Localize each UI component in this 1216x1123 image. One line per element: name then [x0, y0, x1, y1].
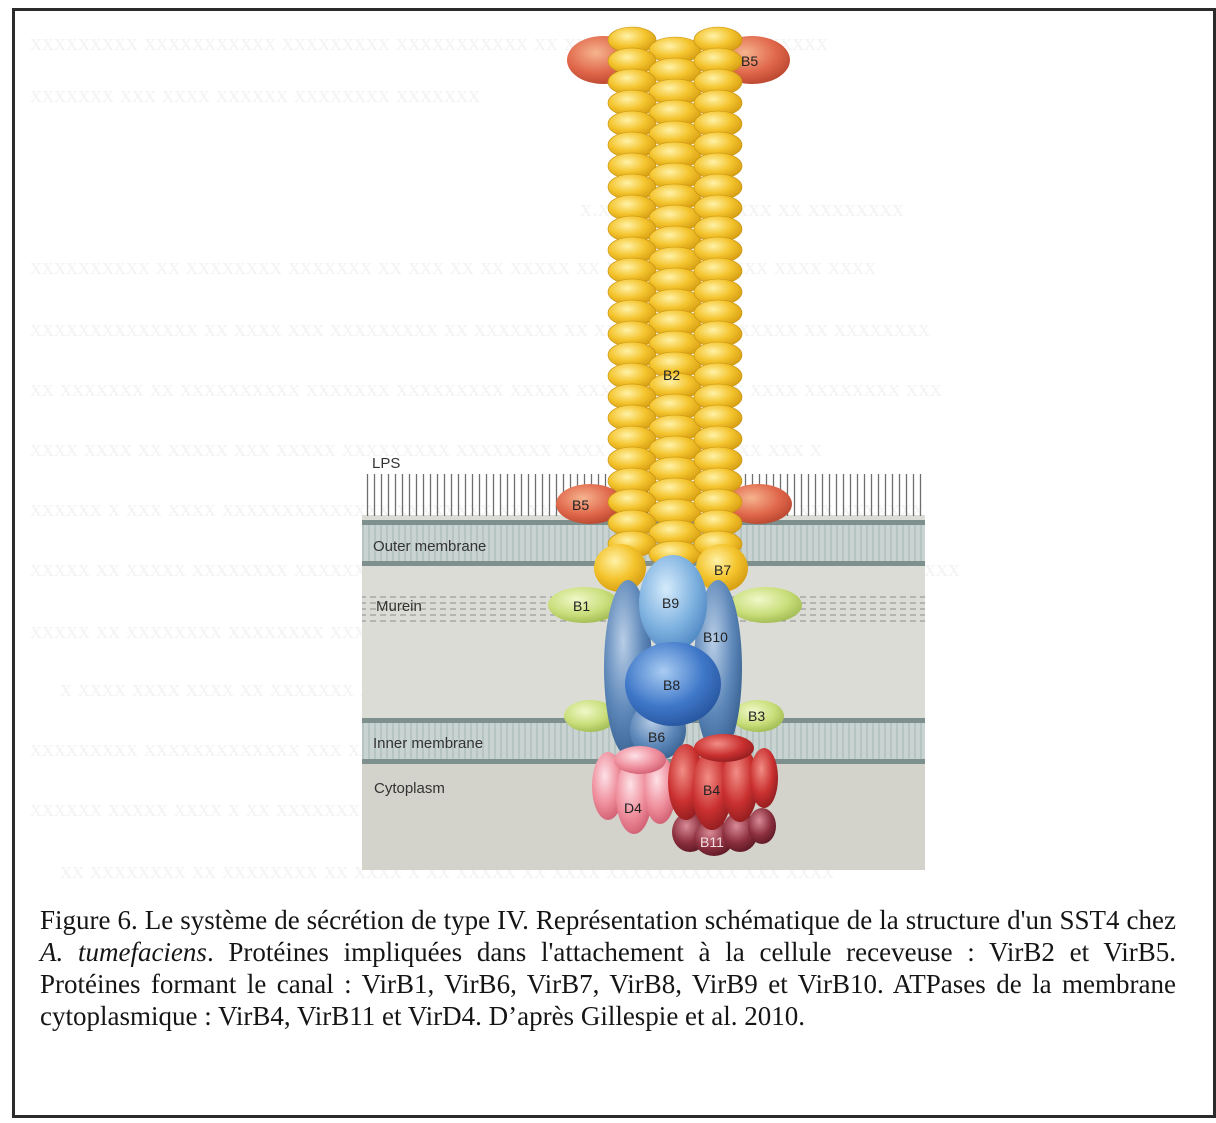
protein-b2-pilus	[608, 27, 742, 567]
label-inner-membrane: Inner membrane	[373, 735, 483, 752]
protein-b7-left	[594, 544, 646, 592]
caption-text-1: Figure 6. Le système de sécrétion de typ…	[40, 905, 1176, 935]
figure-caption: Figure 6. Le système de sécrétion de typ…	[40, 904, 1176, 1032]
label-b8: B8	[663, 677, 680, 693]
label-b2: B2	[663, 367, 680, 383]
sst4-diagram: LPS Outer membrane Murein Inner membrane…	[0, 0, 1216, 900]
label-b6: B6	[648, 729, 665, 745]
label-b9: B9	[662, 595, 679, 611]
label-b5-side: B5	[572, 497, 589, 513]
label-lps: LPS	[372, 455, 400, 472]
label-b3: B3	[748, 708, 765, 724]
label-cytoplasm: Cytoplasm	[374, 780, 445, 797]
caption-text-2: . Protéines impliquées dans l'attachemen…	[40, 937, 1176, 1031]
protein-b1-right	[730, 587, 802, 623]
label-murein: Murein	[376, 598, 422, 615]
label-outer-membrane: Outer membrane	[373, 538, 486, 555]
label-b11: B11	[700, 834, 724, 850]
label-b10: B10	[703, 629, 728, 645]
label-d4: D4	[624, 800, 642, 816]
label-b1: B1	[573, 598, 590, 614]
label-b4: B4	[703, 782, 720, 798]
label-b5-top: B5	[741, 53, 758, 69]
label-b7: B7	[714, 562, 731, 578]
caption-species: A. tumefaciens	[40, 937, 207, 967]
